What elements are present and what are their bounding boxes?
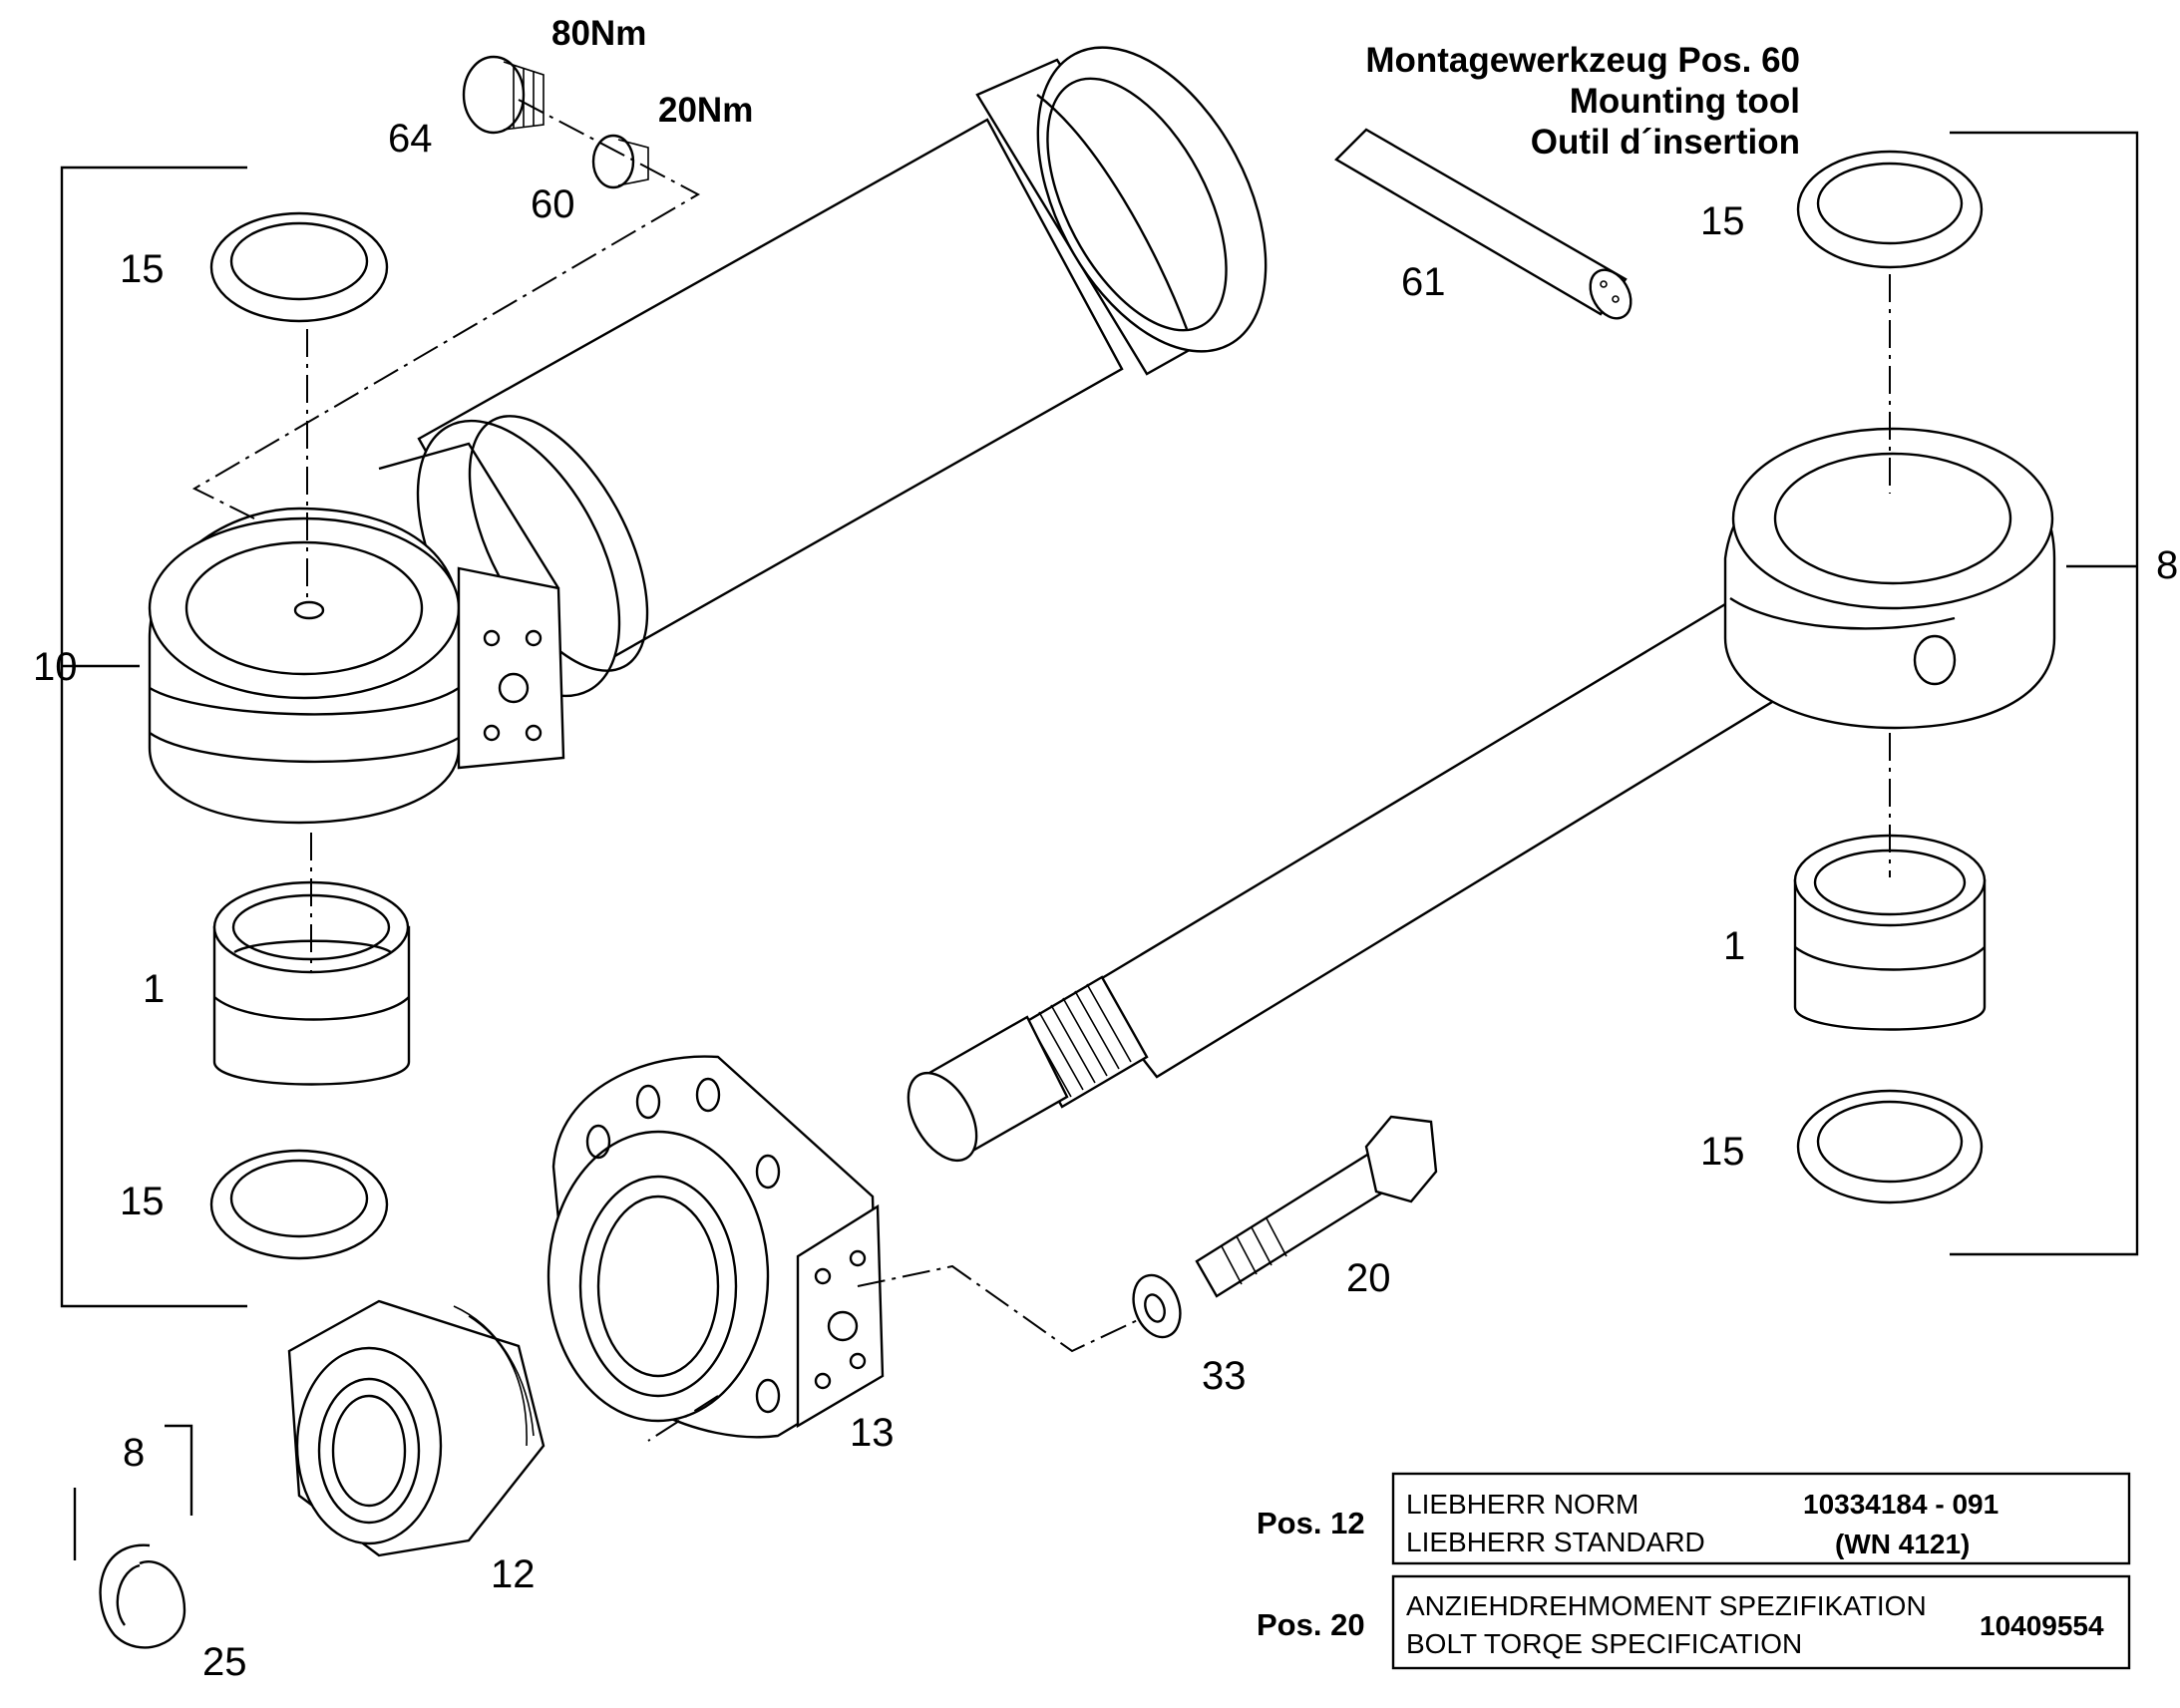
tool-note-en: Mounting tool xyxy=(1570,82,1800,121)
retaining-ring-25 xyxy=(99,1543,186,1649)
mounting-tool-note: Montagewerkzeug Pos. 60 Mounting tool Ou… xyxy=(1365,41,1800,162)
seal-ring-top-left xyxy=(209,211,389,323)
piston-guide xyxy=(546,1055,885,1439)
washer-33 xyxy=(1132,1273,1182,1339)
seal-ring-top-right xyxy=(1796,150,1984,269)
bolt-20 xyxy=(1195,1115,1438,1298)
part-label-25: 25 xyxy=(202,1640,247,1684)
spec-pos20-line1: ANZIEHDREHMOMENT SPEZIFIKATION xyxy=(1406,1590,1927,1621)
part-label-8-right: 8 xyxy=(2156,543,2178,587)
piston-rod xyxy=(907,427,2056,1163)
spec-pos12-value1: 10334184 - 091 xyxy=(1803,1489,1998,1520)
torque-label-20nm: 20Nm xyxy=(658,91,753,130)
spec-pos20-label: Pos. 20 xyxy=(1257,1607,1365,1642)
bearing-bush-left xyxy=(212,880,411,1086)
spec-pos20-line2: BOLT TORQE SPECIFICATION xyxy=(1406,1628,1802,1659)
part-label-20: 20 xyxy=(1346,1256,1391,1300)
part-label-1-right: 1 xyxy=(1723,924,1745,968)
seal-ring-bottom-right xyxy=(1796,1089,1984,1204)
plug-screw-64 xyxy=(462,55,545,135)
spec-table-pos20: Pos. 20 ANZIEHDREHMOMENT SPEZIFIKATION B… xyxy=(1257,1574,2131,1670)
torque-label-80nm: 80Nm xyxy=(551,14,646,53)
part-label-15-bottom-left: 15 xyxy=(120,1180,165,1223)
spec-table-pos12: Pos. 12 LIEBHERR NORM 10334184 - 091 LIE… xyxy=(1257,1472,2131,1565)
tool-note-fr: Outil d´insertion xyxy=(1531,123,1800,162)
part-label-61: 61 xyxy=(1401,260,1446,304)
spec-pos12-label: Pos. 12 xyxy=(1257,1506,1365,1540)
part-label-10: 10 xyxy=(33,645,78,689)
part-label-60: 60 xyxy=(531,182,575,226)
piston-nut xyxy=(287,1299,545,1557)
part-labels: 80Nm 64 20Nm 60 15 10 1 15 8 25 12 13 33… xyxy=(33,14,2178,1684)
part-label-15-top-right: 15 xyxy=(1700,199,1745,243)
spec-pos12-value2: (WN 4121) xyxy=(1835,1529,1970,1559)
mounting-tool-61 xyxy=(1334,128,1633,320)
bearing-bush-right xyxy=(1793,834,1987,1031)
part-label-15-bottom-right: 15 xyxy=(1700,1130,1745,1174)
spec-pos20-value: 10409554 xyxy=(1980,1610,2104,1641)
seal-ring-bottom-left xyxy=(209,1149,389,1260)
part-label-8-left: 8 xyxy=(123,1431,145,1475)
spec-pos12-line1: LIEBHERR NORM xyxy=(1406,1489,1638,1520)
part-label-1-left: 1 xyxy=(143,967,165,1011)
tool-note-de: Montagewerkzeug Pos. 60 xyxy=(1365,41,1800,80)
part-label-15-top-left: 15 xyxy=(120,247,165,291)
part-label-13: 13 xyxy=(850,1411,895,1455)
throttle-screw-60 xyxy=(591,134,649,189)
cylinder-bottom-eye xyxy=(148,442,565,825)
part-label-64: 64 xyxy=(388,117,433,161)
cylinder-barrel xyxy=(416,46,1268,698)
assembly-lines xyxy=(60,99,2139,1560)
part-label-12: 12 xyxy=(491,1552,536,1596)
part-label-33: 33 xyxy=(1202,1354,1247,1398)
spec-pos12-line2: LIEBHERR STANDARD xyxy=(1406,1527,1705,1557)
